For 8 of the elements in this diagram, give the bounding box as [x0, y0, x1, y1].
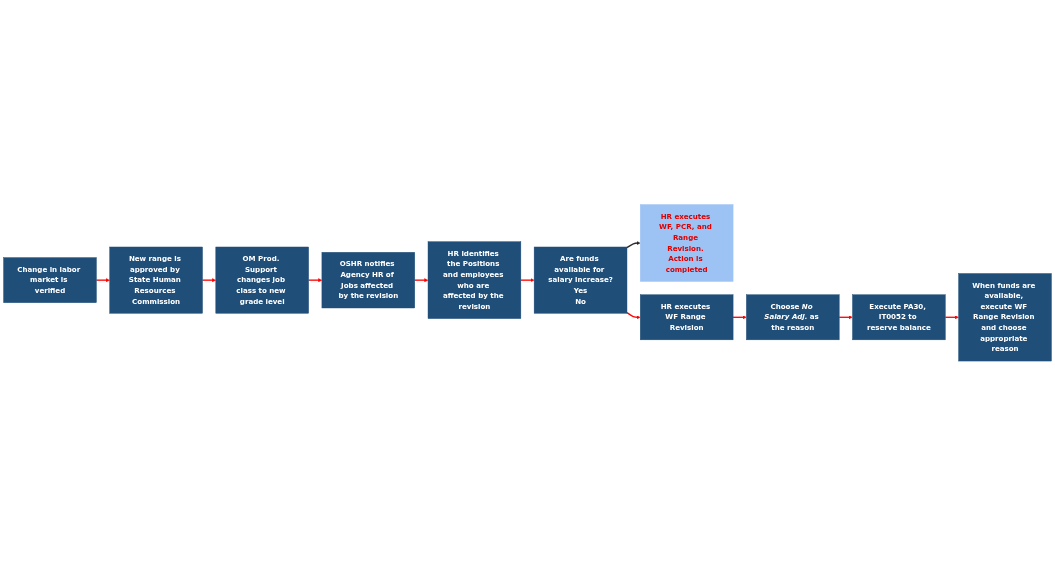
arrow [307, 277, 323, 282]
arrow [520, 277, 535, 282]
arrow [414, 277, 429, 282]
arrow [626, 240, 641, 248]
arrow [732, 315, 747, 319]
arrow [201, 277, 216, 282]
arrow [626, 311, 641, 319]
arrow [95, 277, 110, 282]
